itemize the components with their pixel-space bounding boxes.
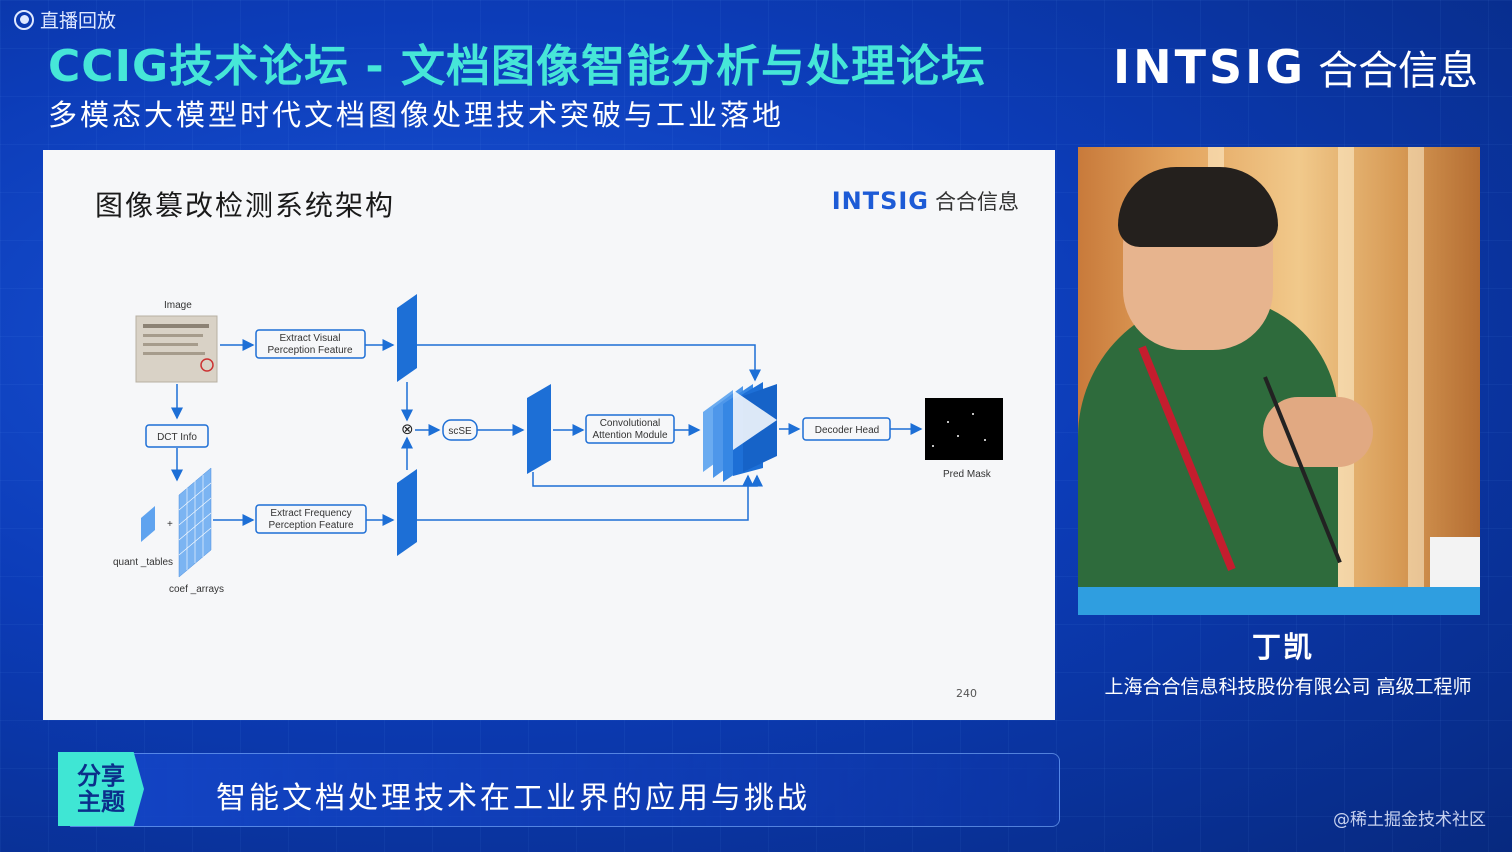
dct-info-box: DCT Info xyxy=(145,424,209,448)
coef-arrays-grid xyxy=(178,467,212,578)
speaker-organization: 上海合合信息科技股份有限公司 高级工程师 xyxy=(1104,676,1472,698)
topic-text: 智能文档处理技术在工业界的应用与挑战 xyxy=(216,781,810,816)
speaker-video[interactable] xyxy=(1078,147,1480,615)
play-icon[interactable] xyxy=(733,390,777,450)
image-label: Image xyxy=(164,300,192,311)
brand-logo-cn: 合合信息 xyxy=(1318,48,1478,94)
quant-tables-block xyxy=(141,506,155,542)
slide-logo-en: INTSIG xyxy=(831,187,929,215)
svg-text:Extract Frequency: Extract Frequency xyxy=(270,508,351,519)
architecture-diagram: Image Extract Visual Perception Feature … xyxy=(113,294,1003,595)
slide-logo: INTSIG 合合信息 xyxy=(832,186,1019,216)
pred-mask-image xyxy=(925,398,1003,460)
svg-text:Perception Feature: Perception Feature xyxy=(267,345,352,356)
presentation-slide: 图像篡改检测系统架构 INTSIG 合合信息 Image Extract Vis… xyxy=(43,150,1055,720)
svg-text:Perception Feature: Perception Feature xyxy=(268,520,353,531)
input-image-thumbnail xyxy=(135,315,218,383)
brand-logo: INTSIG 合合信息 xyxy=(1113,38,1478,96)
svg-text:Convolutional: Convolutional xyxy=(600,418,661,429)
watermark: @稀土掘金技术社区 xyxy=(1333,810,1486,830)
svg-text:Extract Visual: Extract Visual xyxy=(280,333,341,344)
podium xyxy=(1078,587,1480,615)
replay-indicator[interactable]: 直播回放 xyxy=(14,6,116,33)
brand-logo-en: INTSIG xyxy=(1113,40,1306,94)
replay-label: 直播回放 xyxy=(40,10,117,32)
slide-logo-cn: 合合信息 xyxy=(935,190,1019,214)
conv-attention-box: Convolutional Attention Module xyxy=(585,414,675,444)
record-icon xyxy=(14,9,34,30)
multiply-node: ⊗ xyxy=(401,420,414,438)
svg-text:scSE: scSE xyxy=(448,426,472,437)
forum-title: CCIG技术论坛 - 文档图像智能分析与处理论坛 xyxy=(48,41,986,92)
speaker-name: 丁凯 xyxy=(1251,630,1314,664)
svg-text:Decoder Head: Decoder Head xyxy=(815,425,879,436)
coef-arrays-label: coef _arrays xyxy=(169,584,224,595)
decoder-head-box: Decoder Head xyxy=(802,417,891,441)
scse-box: scSE xyxy=(442,419,478,441)
pred-mask-label: Pred Mask xyxy=(943,469,992,480)
fused-feature-block xyxy=(527,384,551,474)
svg-text:+: + xyxy=(167,519,173,530)
svg-text:Attention Module: Attention Module xyxy=(592,430,667,441)
svg-text:DCT Info: DCT Info xyxy=(157,432,197,443)
slide-page-number: 240 xyxy=(956,687,977,700)
quant-tables-label: quant _tables xyxy=(113,557,173,568)
frequency-feature-block xyxy=(397,469,417,556)
visual-feature-block xyxy=(397,294,417,382)
extract-visual-box: Extract Visual Perception Feature xyxy=(255,329,366,359)
slide-title: 图像篡改检测系统架构 xyxy=(95,189,396,222)
topic-badge: 分享主题 xyxy=(58,752,144,826)
forum-subtitle: 多模态大模型时代文档图像处理技术突破与工业落地 xyxy=(48,98,785,132)
extract-frequency-box: Extract Frequency Perception Feature xyxy=(255,504,367,534)
topic-bar xyxy=(70,753,1060,827)
